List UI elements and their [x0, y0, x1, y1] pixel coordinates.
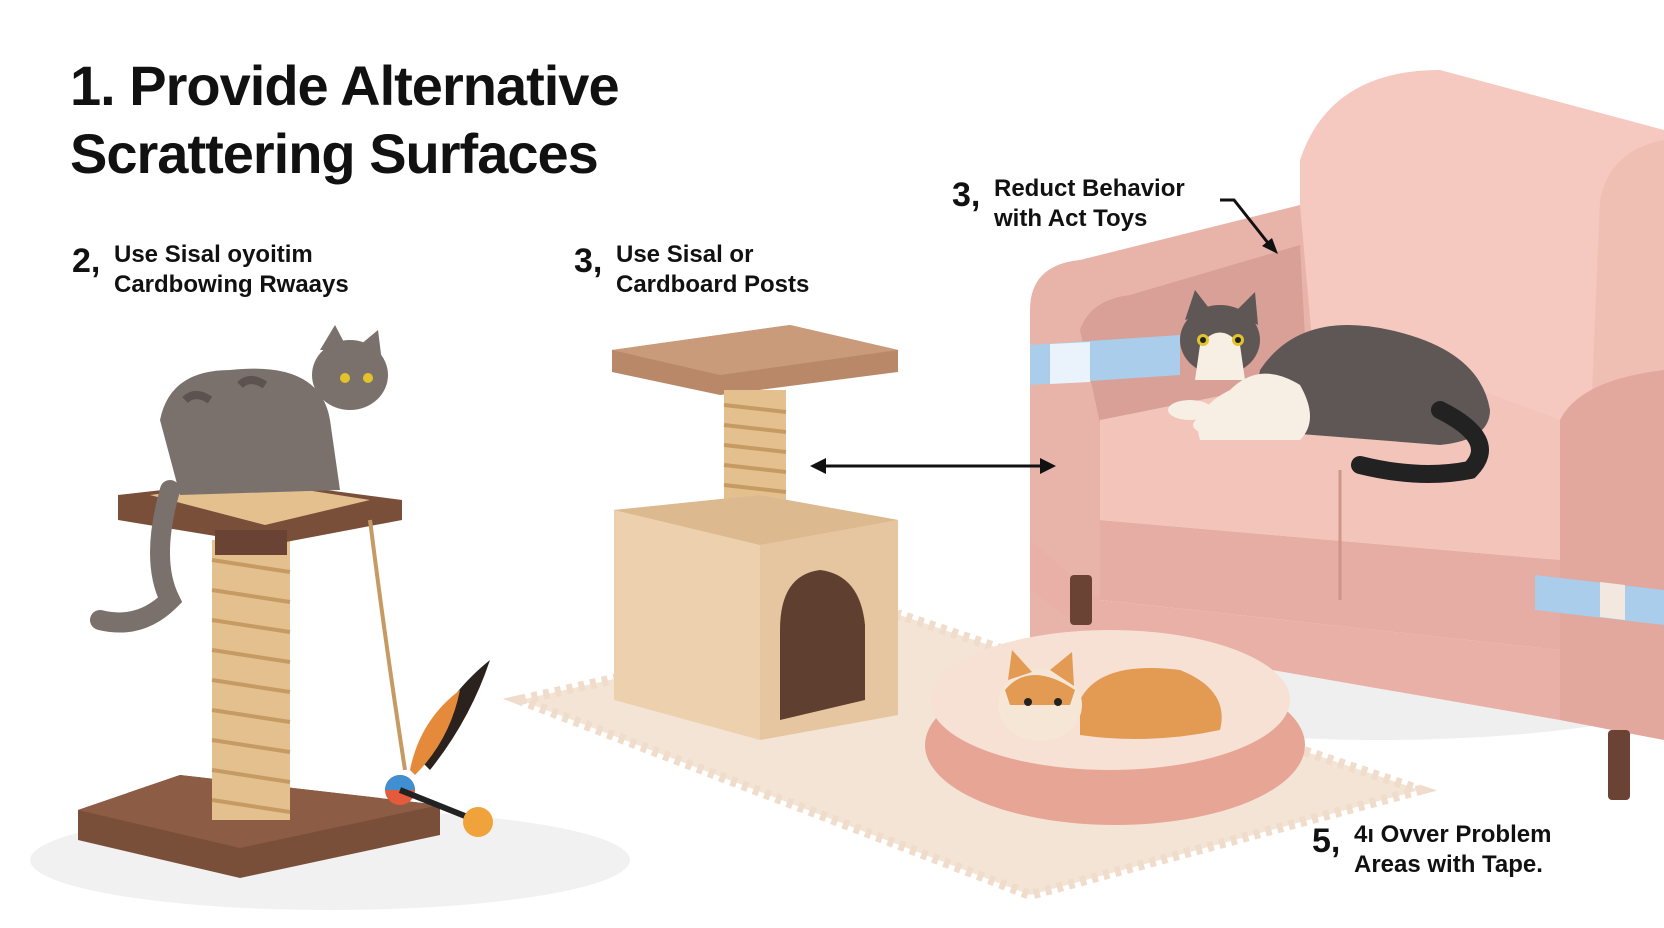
sofa-leg — [1070, 575, 1092, 625]
callout-number: 2, — [72, 242, 101, 280]
callout-line-1: Reduct Behavior — [994, 175, 1185, 202]
title-line-2: Scrattering Surfaces — [70, 122, 599, 185]
callout-arrow — [1220, 198, 1278, 254]
feather-wand-toy — [385, 660, 493, 837]
callout-line-1: 4ı Ovver Problem — [1354, 821, 1552, 848]
callout-number: 5, — [1312, 822, 1341, 860]
sofa-leg — [1608, 730, 1630, 800]
scratching-condo — [612, 325, 898, 740]
double-headed-arrow — [810, 458, 1056, 474]
callout-number: 3, — [574, 242, 603, 280]
orange-cat — [998, 650, 1222, 741]
title-line-1: 1. Provide Alternative — [70, 54, 620, 117]
tuxedo-cat — [1168, 290, 1490, 483]
callout-line-1: Use Sisal oyoitim — [114, 241, 313, 268]
gray-tabby-cat — [90, 325, 388, 633]
callout-line-2: Cardboard Posts — [616, 271, 810, 298]
cat-tree — [78, 480, 440, 878]
double-tape-arm — [1030, 335, 1180, 385]
callout-line-1: Use Sisal or — [616, 241, 754, 268]
double-tape-right — [1535, 575, 1664, 625]
callout-line-2: Cardbowing Rwaays — [114, 271, 349, 298]
callout-number: 3, — [952, 176, 981, 214]
callout-line-2: Areas with Tape. — [1354, 851, 1543, 878]
callout-line-2: with Act Toys — [994, 205, 1148, 232]
page-title: 1. Provide Alternative Scrattering Surfa… — [70, 52, 620, 188]
